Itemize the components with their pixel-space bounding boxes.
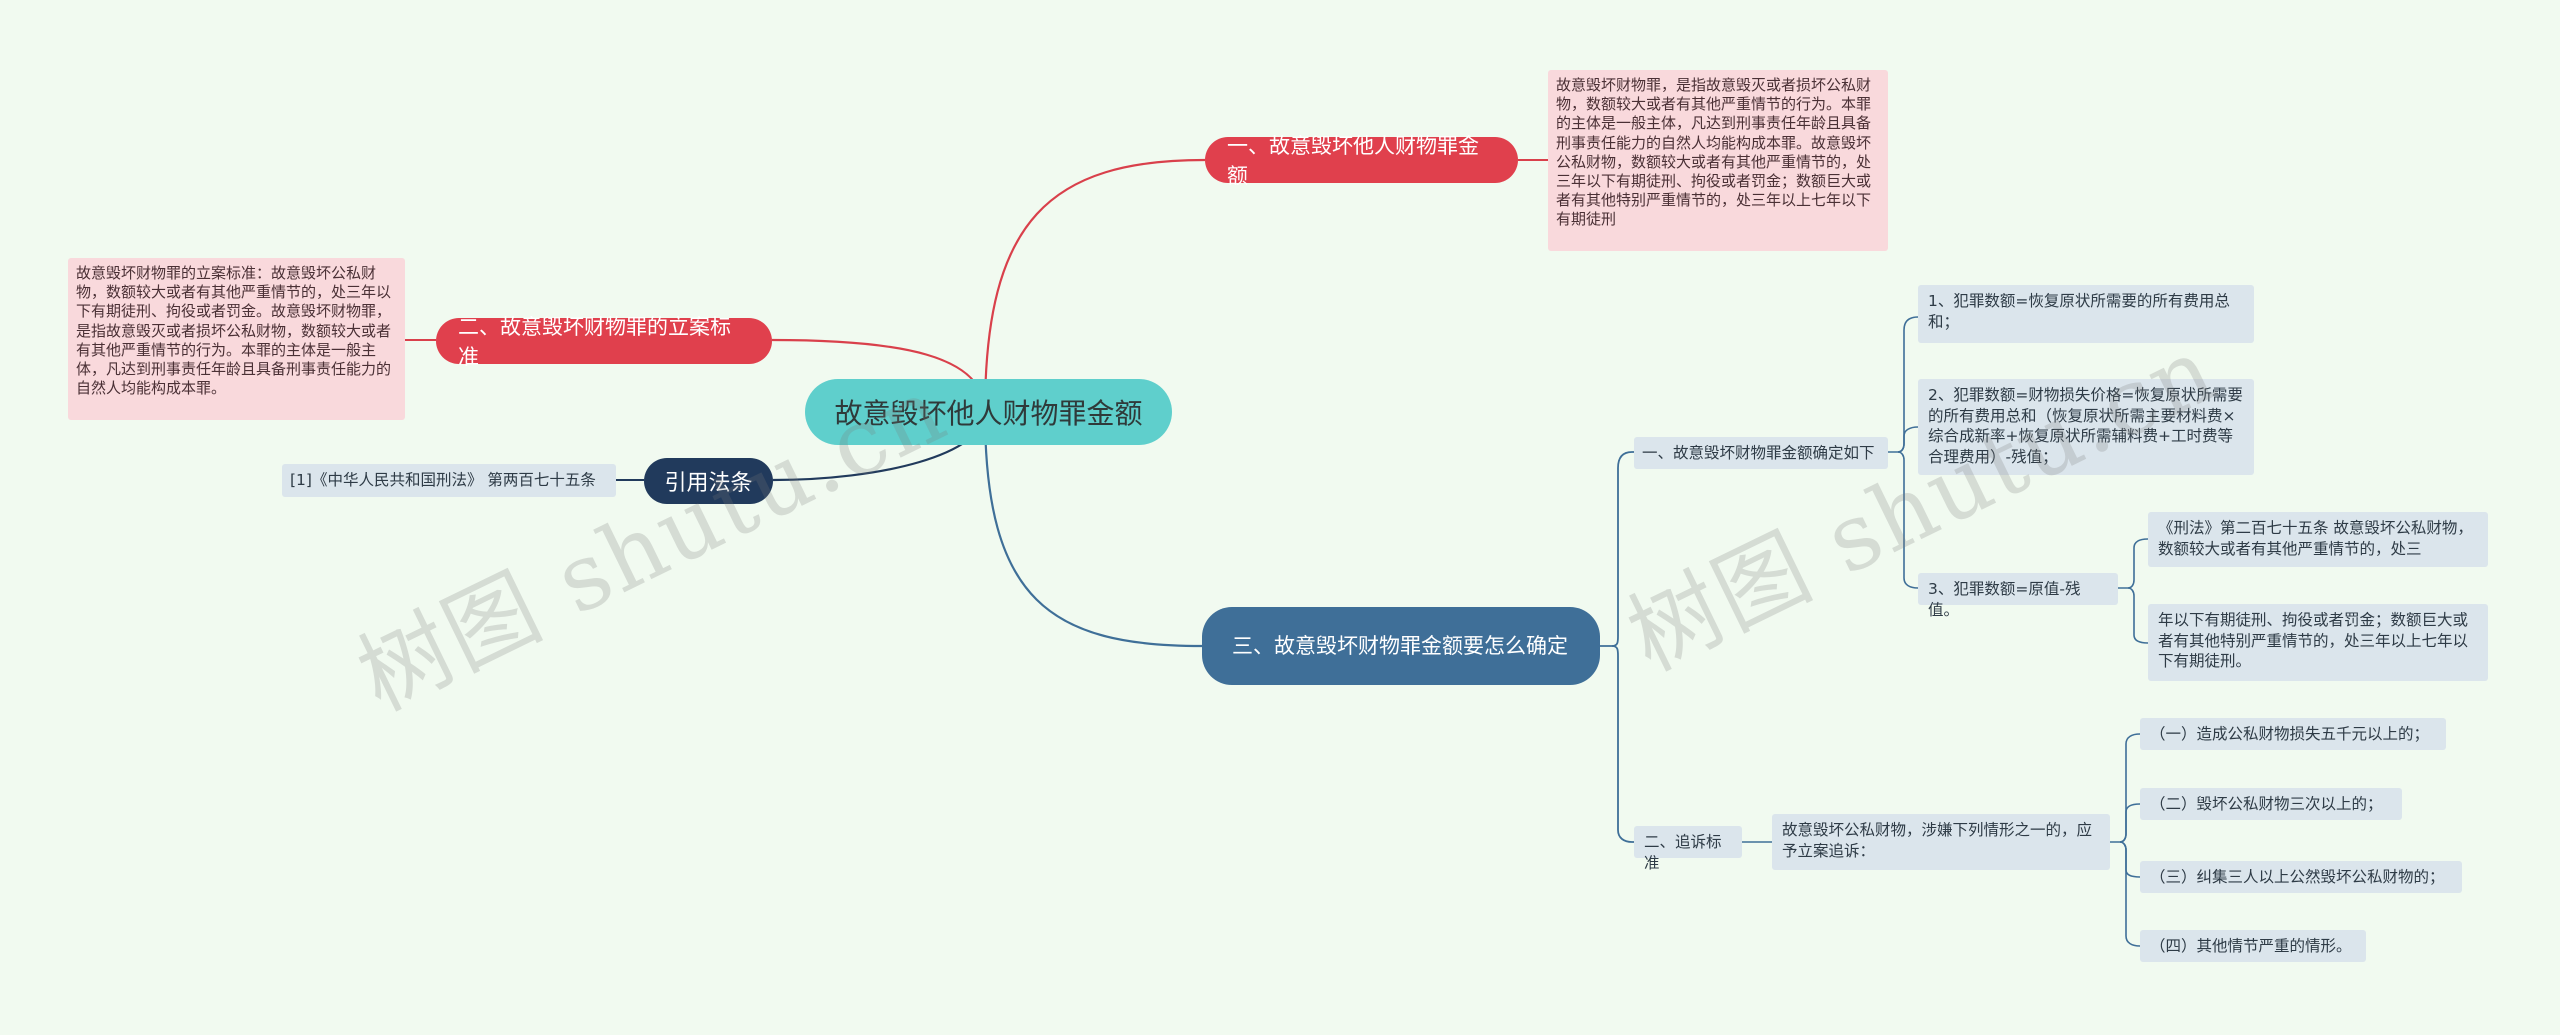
link-root-branch3 [983,411,1203,648]
sub2-item-1[interactable]: （一）造成公私财物损失五千元以上的； [2140,718,2446,750]
link-root-branch1 [983,158,1206,413]
sub1-item-1[interactable]: 1、犯罪数额=恢复原状所需要的所有费用总和； [1918,285,2254,343]
link-branch3-sub1 [1600,451,1634,647]
root-topic[interactable]: 故意毁坏他人财物罪金额 [805,379,1172,445]
branch2-topic[interactable]: 二、故意毁坏财物罪的立案标准 [436,315,772,369]
branch1-detail[interactable]: 故意毁坏财物罪，是指故意毁灭或者损坏公私财物，数额较大或者有其他严重情节的行为。… [1548,70,1888,251]
link-branch3-sub2 [1611,645,1634,843]
link-sub1-item2 [1897,426,1919,453]
cite-item[interactable]: [1]《中华人民共和国刑法》 第两百七十五条 [282,464,616,497]
sub2-label[interactable]: 二、追诉标准 [1634,826,1742,872]
sub1-label[interactable]: 一、故意毁坏财物罪金额确定如下 [1634,437,1888,469]
link-intro-item4 [2119,841,2141,947]
sub2-item-4[interactable]: （四）其他情节严重的情形。 [2140,930,2366,962]
link-intro-item3 [2119,841,2141,878]
link-sub1-item3 [1897,451,1919,589]
sub2-item-3[interactable]: （三）纠集三人以上公然毁坏公私财物的； [2140,861,2462,893]
sub2-item-2[interactable]: （二）毁坏公私财物三次以上的； [2140,788,2402,820]
cite-topic[interactable]: 引用法条 [644,458,773,504]
item3-child-1[interactable]: 《刑法》第二百七十五条 故意毁坏公私财物，数额较大或者有其他严重情节的，处三 [2148,512,2488,567]
link-item3-child2 [2127,587,2149,644]
link-item3-child1 [2118,538,2149,589]
sub1-item-3[interactable]: 3、犯罪数额=原值-残值。 [1918,573,2118,619]
branch2-detail[interactable]: 故意毁坏财物罪的立案标准：故意毁坏公私财物，数额较大或者有其他严重情节的，处三年… [68,258,405,420]
sub1-item-2[interactable]: 2、犯罪数额=财物损失价格=恢复原状所需要的所有费用总和（恢复原状所需主要材料费… [1918,379,2254,475]
branch3-topic[interactable]: 三、故意毁坏财物罪金额要怎么确定 [1202,607,1600,685]
sub2-intro[interactable]: 故意毁坏公私财物，涉嫌下列情形之一的，应予立案追诉： [1772,814,2110,870]
item3-child-2[interactable]: 年以下有期徒刑、拘役或者罚金；数额巨大或者有其他特别严重情节的，处三年以上七年以… [2148,604,2488,681]
link-intro-item1 [2110,733,2141,843]
link-intro-item2 [2119,803,2141,843]
branch1-topic[interactable]: 一、故意毁坏他人财物罪金额 [1205,134,1518,188]
